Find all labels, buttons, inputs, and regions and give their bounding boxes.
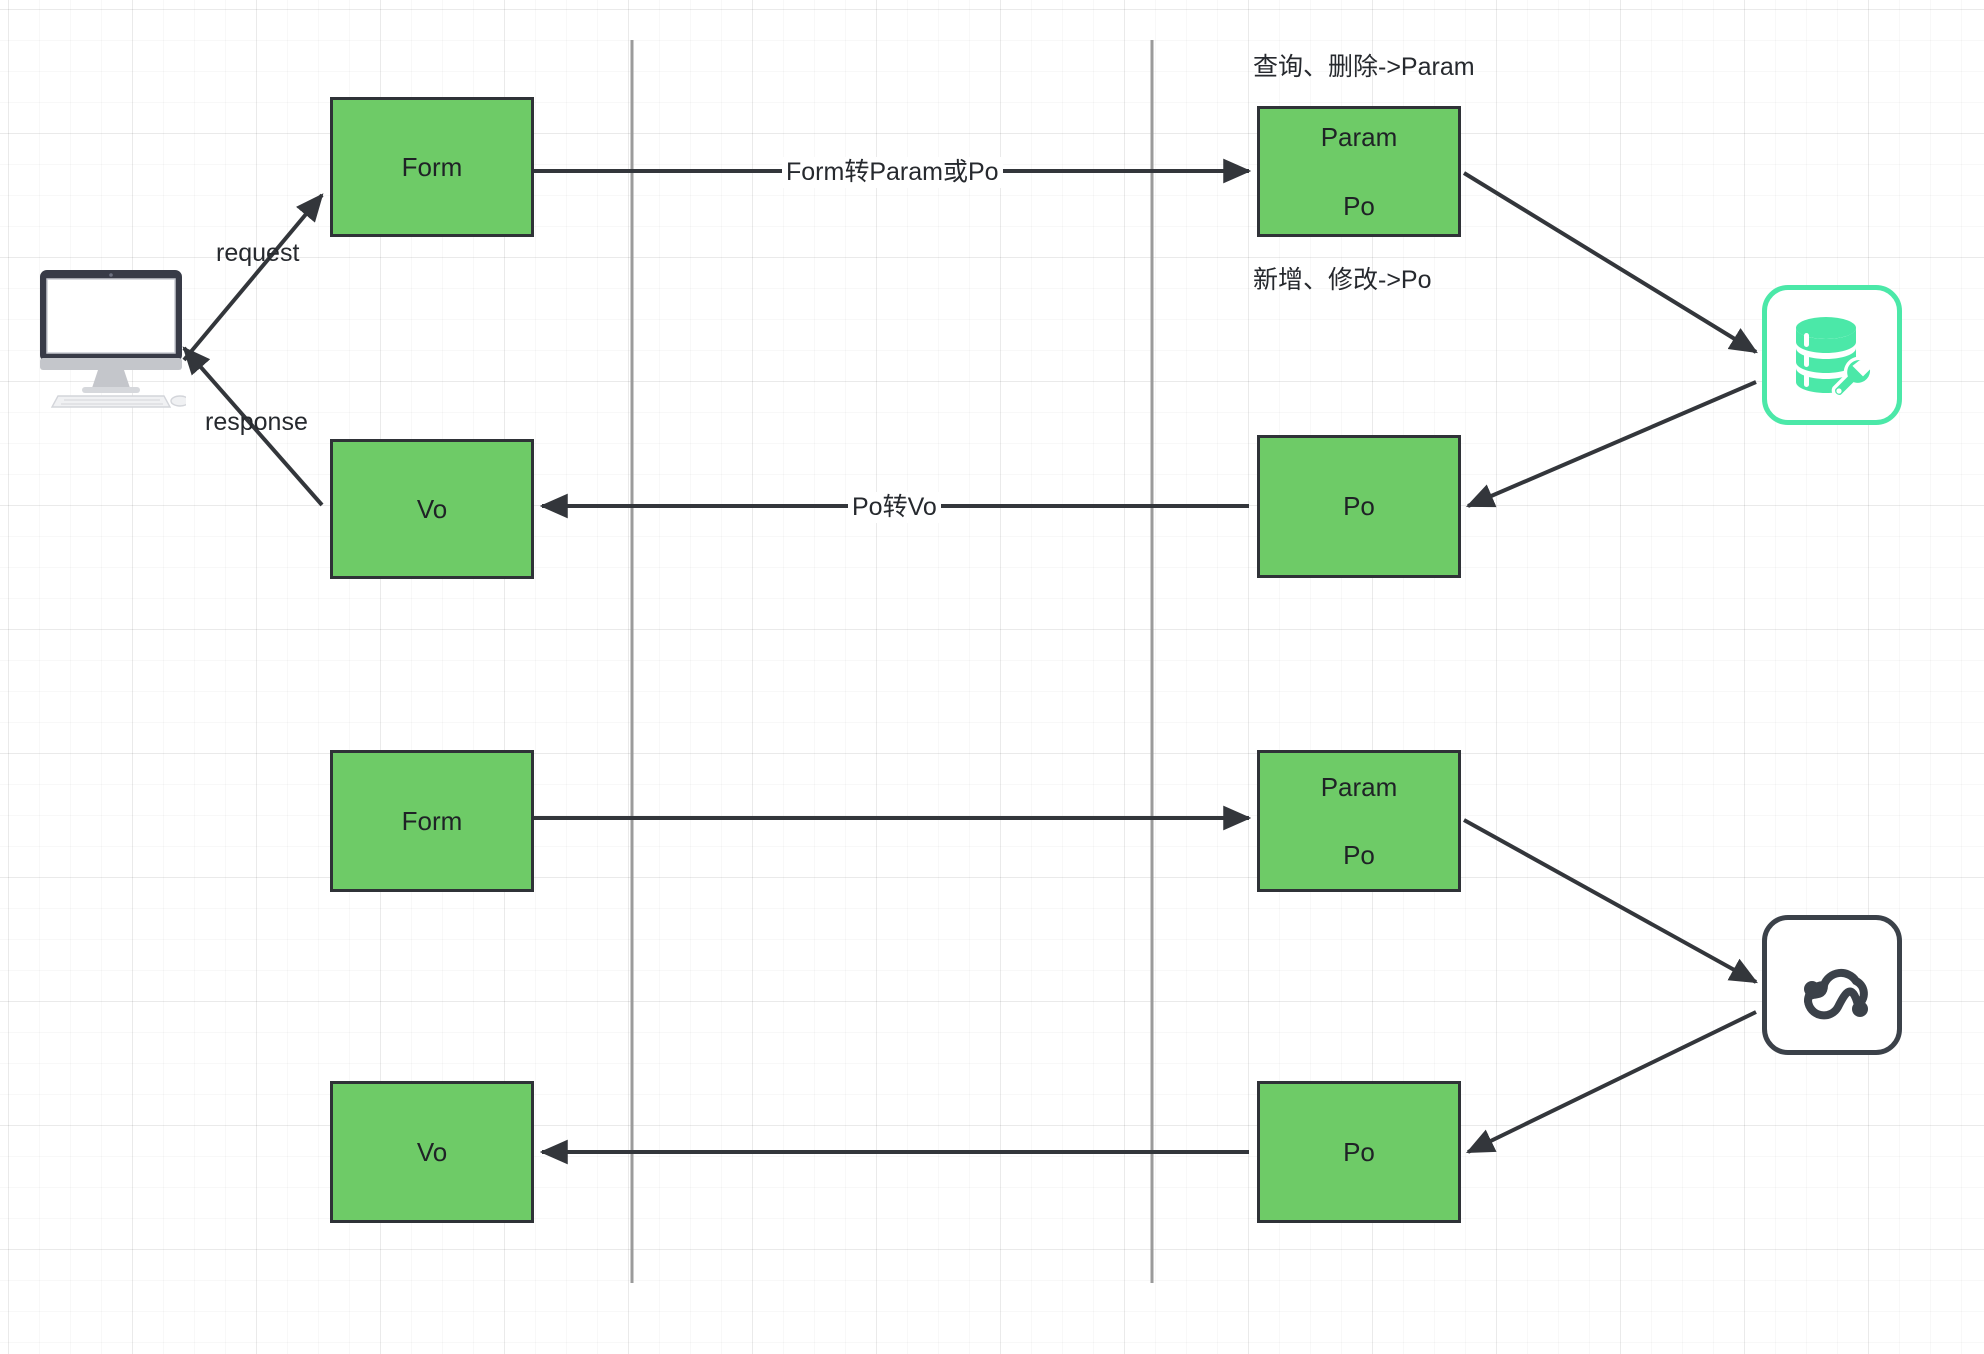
edge-request [182,193,324,362]
node-label: Po [1343,491,1375,522]
annotation-query-delete: 查询、删除->Param [1253,53,1475,81]
node-label: Po [1343,1136,1375,1167]
node-label: Form [401,805,463,836]
node-label-primary: Param [1320,122,1398,152]
database-store-tile[interactable] [1762,285,1902,425]
node-label-primary: Param [1320,771,1398,802]
annotation-insert-update: 新增、修改->Po [1253,266,1432,294]
desktop-computer-icon [36,268,190,408]
node-po-top[interactable]: Po [1257,435,1461,578]
edge-label-form-to-param: Form转Param或Po [782,157,1003,188]
service-network-tile[interactable] [1762,915,1902,1055]
node-vo-bottom[interactable]: Vo [330,1081,534,1223]
node-label-secondary: Po [1343,840,1375,870]
node-form-top[interactable]: Form [330,97,534,237]
node-param-po-top[interactable]: Param Po [1257,106,1461,237]
node-vo-top[interactable]: Vo [330,439,534,579]
edge-database-to-po [1465,380,1757,508]
annotation-response: response [205,408,308,436]
cloud-network-icon [1803,968,1868,1020]
edge-param-to-database [1462,171,1758,354]
node-label: Form [401,151,463,182]
edge-label-po-to-vo: Po转Vo [848,492,941,523]
edge-service-to-po [1465,1010,1757,1154]
node-label: Vo [416,493,448,524]
node-form-bottom[interactable]: Form [330,750,534,892]
node-label: Vo [416,1136,448,1167]
node-param-po-bottom[interactable]: Param Po [1257,750,1461,892]
database-wrench-icon [1796,317,1874,399]
node-po-bottom[interactable]: Po [1257,1081,1461,1223]
node-label-secondary: Po [1343,190,1375,221]
annotation-request: request [216,239,300,267]
edge-param-to-service [1463,818,1758,984]
